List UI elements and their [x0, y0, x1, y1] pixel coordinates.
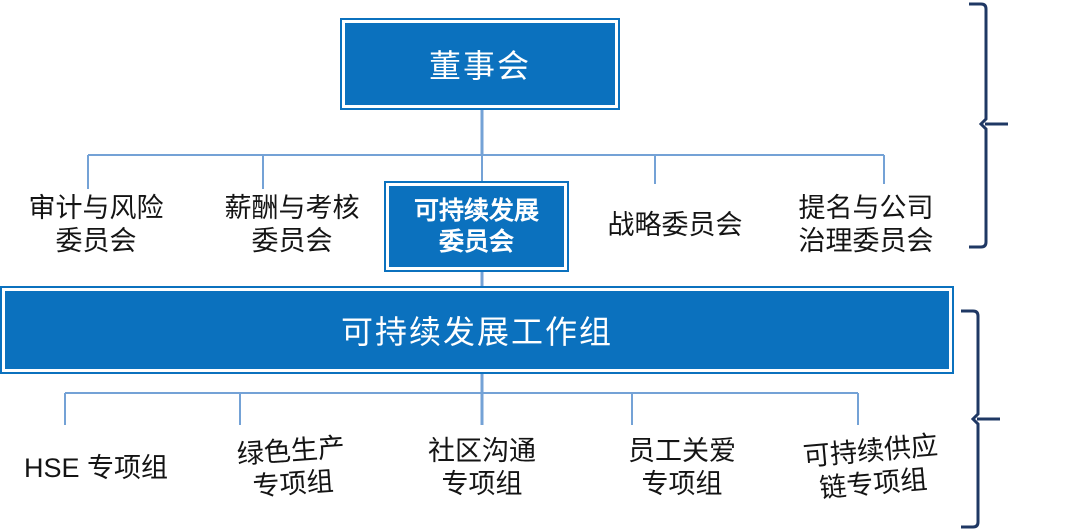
taskforce-supply-chain: 可持续供应 链专项组 [774, 420, 970, 516]
committee-strategy-line1: 战略委员会 [607, 209, 743, 240]
board-box: 董事会 [340, 18, 620, 110]
taskforce-hse: HSE 专项组 [1, 428, 191, 508]
taskforce-employee-care: 员工关爱 专项组 [587, 428, 777, 508]
committee-sustainability-line1: 可持续发展 [413, 196, 539, 225]
taskforce-green-production: 绿色生产 专项组 [194, 421, 389, 514]
working-group-label: 可持续发展工作组 [340, 314, 613, 350]
taskforce-hse-line1: HSE 专项组 [23, 452, 169, 483]
top-brace [969, 2, 988, 249]
committee-audit-risk: 审计与风险 委员会 [1, 190, 191, 260]
committee-remuneration: 薪酬与考核 委员会 [197, 190, 387, 260]
committee-audit-risk-line1: 审计与风险 [28, 193, 164, 223]
committee-nomination-line1: 提名与公司 [798, 193, 934, 223]
taskforce-community: 社区沟通 专项组 [387, 428, 577, 508]
bottom-brace [961, 309, 980, 529]
committee-sustainability-line2: 委员会 [438, 227, 514, 256]
working-group-bar: 可持续发展工作组 [0, 286, 954, 374]
committee-strategy: 战略委员会 [580, 190, 770, 260]
committee-nomination-line2: 治理委员会 [798, 226, 934, 256]
committee-remuneration-line1: 薪酬与考核 [224, 193, 360, 223]
committee-nomination: 提名与公司 治理委员会 [771, 190, 961, 260]
committee-remuneration-line2: 委员会 [251, 226, 333, 256]
committee-audit-risk-line2: 委员会 [55, 226, 137, 256]
committee-sustainability-box: 可持续发展 委员会 [384, 181, 569, 272]
taskforce-green-production-line2: 专项组 [251, 466, 335, 502]
board-label: 董事会 [428, 48, 531, 84]
taskforce-employee-care-line1: 员工关爱 [628, 436, 736, 466]
taskforce-employee-care-line2: 专项组 [641, 469, 723, 499]
taskforce-community-line1: 社区沟通 [428, 436, 536, 466]
taskforce-community-line2: 专项组 [441, 469, 523, 499]
